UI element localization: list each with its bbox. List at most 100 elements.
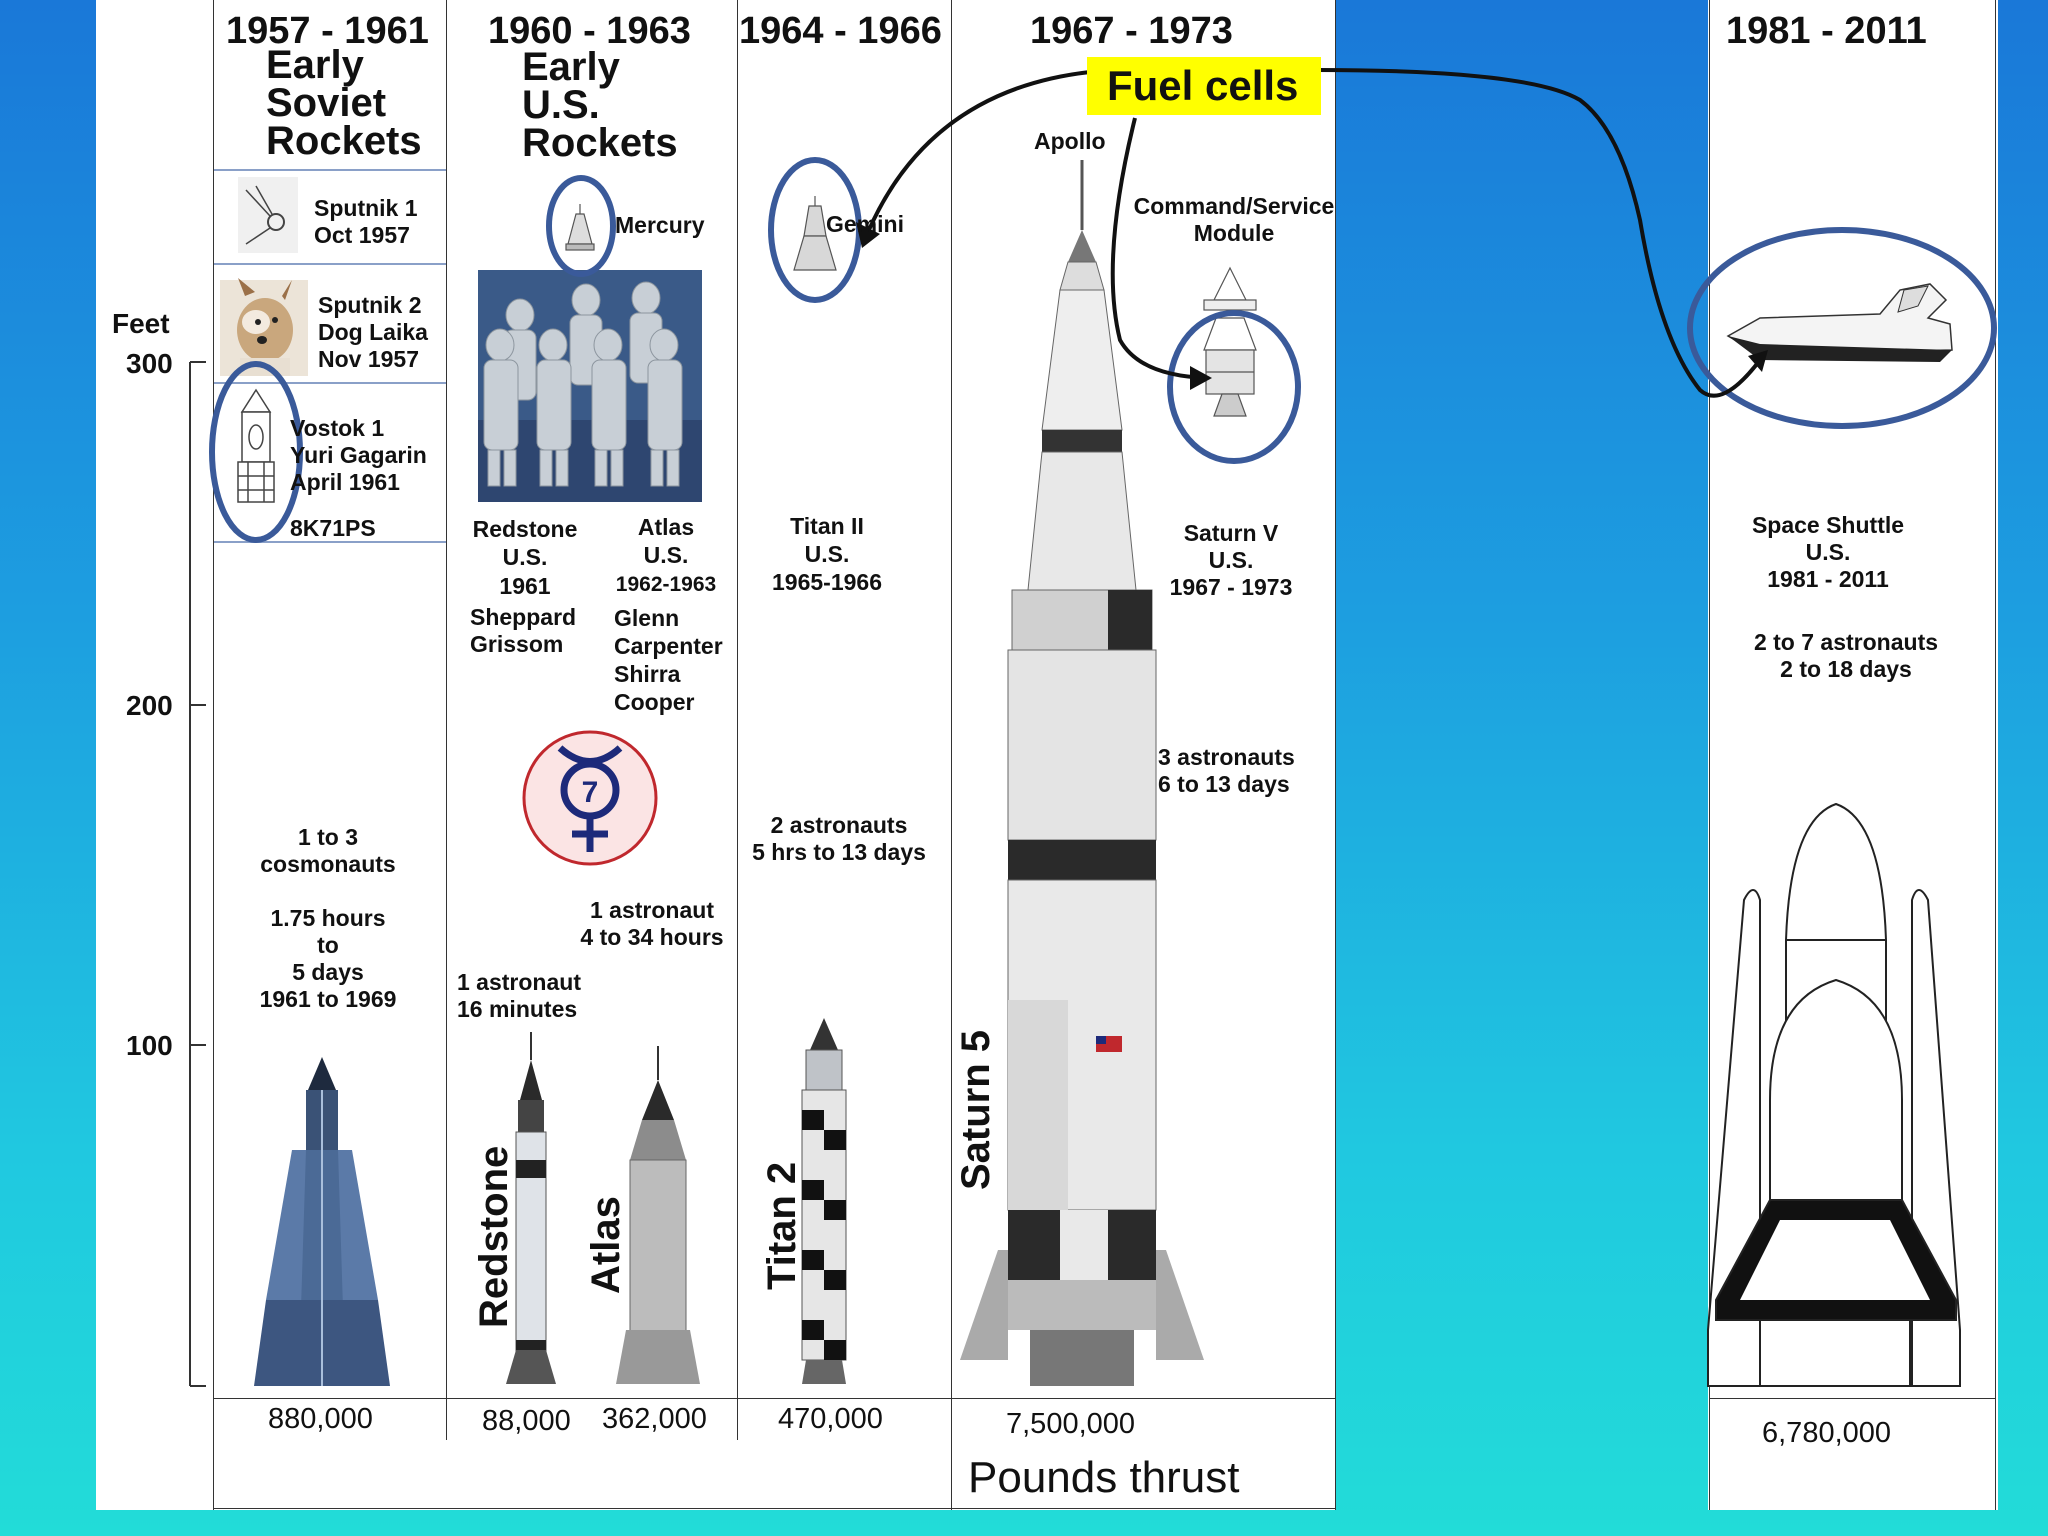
- soviet-crew-line: 1961 to 1969: [259, 986, 397, 1012]
- vostok-line: April 1961: [290, 469, 400, 495]
- thrust-row-top: [1710, 1398, 1995, 1399]
- us-early-title: Early U.S. Rockets: [522, 45, 678, 165]
- column-divider: [446, 0, 447, 1440]
- axis-tick-300: 300: [126, 348, 173, 379]
- sputnik2-line: Dog Laika: [318, 319, 428, 345]
- column-divider: [737, 0, 738, 1440]
- thrust-saturn5: 7,500,000: [1006, 1408, 1136, 1440]
- fuel-cells-label: Fuel cells: [1107, 62, 1299, 109]
- redstone-mission-line: 1 astronaut: [457, 969, 581, 995]
- atlas-crew-line: Glenn: [614, 605, 680, 631]
- gemini-mission-line: 5 hrs to 13 days: [752, 839, 926, 865]
- redstone-info: Redstone U.S. 1961: [466, 516, 584, 601]
- era-header-shuttle: 1981 - 2011: [1726, 10, 1927, 52]
- era-header-soviet: 1957 - 1961: [226, 10, 429, 52]
- arrowheads: [856, 222, 1768, 390]
- csm-label-line: Command/Service: [1133, 193, 1335, 219]
- thrust-row-bottom: [214, 1508, 1335, 1509]
- column-divider: [951, 0, 952, 1510]
- soviet-title: Early Soviet Rockets: [266, 43, 422, 163]
- shuttle-info-line: Space Shuttle: [1751, 512, 1905, 538]
- atlas-mission-line: 1 astronaut: [590, 897, 714, 923]
- redstone-crew-line: Sheppard: [470, 604, 577, 630]
- saturn-v-info-line: Saturn V: [1183, 520, 1279, 546]
- cell-divider: [214, 169, 446, 171]
- us-early-title-line: U.S.: [522, 83, 600, 127]
- titan-2-rocket: [801, 1018, 847, 1384]
- apollo-mission-line: 6 to 13 days: [1158, 771, 1290, 797]
- gemini-mission-line: 2 astronauts: [770, 812, 908, 838]
- csm-label-line: Module: [1193, 220, 1275, 246]
- cell-divider: [214, 263, 446, 265]
- thrust-unit-label: Pounds thrust: [968, 1453, 1240, 1502]
- thrust-redstone: 88,000: [482, 1405, 571, 1437]
- atlas-info: Atlas U.S. 1962-1963: [602, 513, 730, 601]
- apollo-mission-line: 3 astronauts: [1158, 744, 1295, 770]
- axis-unit-feet: Feet: [112, 308, 170, 339]
- cell-divider: [214, 382, 446, 384]
- mercury-7-logo: 7: [522, 730, 658, 866]
- titan2-rocket-label: Titan 2: [760, 1161, 804, 1290]
- mercury-highlight-ring: [546, 175, 616, 277]
- column-divider: [1995, 0, 1996, 1510]
- redstone-info-line: U.S.: [502, 544, 548, 570]
- sputnik1-line: Sputnik 1: [314, 195, 418, 221]
- thrust-shuttle: 6,780,000: [1762, 1417, 1892, 1449]
- thrust-vostok: 880,000: [268, 1403, 373, 1435]
- titan2-info-line: 1965-1966: [772, 569, 882, 595]
- mercury-capsule-icon: [565, 204, 595, 251]
- axis-tick-200: 200: [126, 690, 173, 721]
- atlas-rocket-label: Atlas: [584, 1196, 628, 1294]
- titan2-info-line: Titan II: [790, 513, 864, 539]
- mercury-label: Mercury: [615, 212, 705, 238]
- thrust-atlas: 362,000: [602, 1403, 707, 1435]
- fuel-cell-arrows: [866, 68, 1762, 398]
- vostok-highlight-ring: [209, 361, 303, 543]
- vostok-capsule-icon: [237, 388, 275, 503]
- highlight-rings: [209, 157, 1997, 543]
- redstone-mission-line: 16 minutes: [457, 996, 578, 1022]
- atlas-crew-line: Cooper: [614, 689, 695, 715]
- apollo-csm-icon: [1203, 266, 1257, 417]
- apollo-csm-highlight-ring: [1167, 310, 1301, 464]
- gemini-label: Gemini: [826, 211, 904, 237]
- redstone-rocket: [506, 1032, 556, 1384]
- era-header-gemini: 1964 - 1966: [739, 10, 942, 52]
- sputnik-icon: [238, 177, 298, 253]
- thrust-row-top: [214, 1398, 1335, 1399]
- era-header-us-early: 1960 - 1963: [488, 10, 691, 52]
- redstone-mission: 1 astronaut 16 minutes: [457, 969, 581, 1023]
- soviet-crew-line: cosmonauts: [260, 851, 396, 877]
- era-header-apollo: 1967 - 1973: [1030, 10, 1233, 52]
- dog-laika-photo: [220, 278, 308, 376]
- us-early-title-line: Early: [522, 45, 620, 89]
- mercury-seven-photo: [478, 270, 702, 502]
- soviet-crew-line: 1.75 hours: [270, 905, 386, 931]
- titan2-info-line: U.S.: [804, 541, 850, 567]
- soviet-crew-line: [230, 878, 426, 905]
- space-shuttle-icon: [1726, 283, 1953, 362]
- csm-label: Command/Service Module: [1124, 193, 1344, 247]
- saturn5-rocket-label: Saturn 5: [954, 1029, 998, 1190]
- sputnik2-line: Sputnik 2: [318, 292, 422, 318]
- vostok-rocket: [254, 1057, 390, 1386]
- soviet-title-line: Early: [266, 43, 364, 87]
- cell-divider: [214, 541, 446, 543]
- soviet-crew-line: 1 to 3: [297, 824, 359, 850]
- fuel-cells-callout: Fuel cells: [1087, 57, 1321, 115]
- redstone-info-line: Redstone: [472, 516, 578, 542]
- saturn-v-info: Saturn V U.S. 1967 - 1973: [1160, 520, 1302, 601]
- atlas-crew: Glenn Carpenter Shirra Cooper: [614, 604, 723, 716]
- sputnik1-line: Oct 1957: [314, 222, 410, 248]
- soviet-title-line: Rockets: [266, 119, 422, 163]
- saturn-v-info-line: U.S.: [1208, 547, 1254, 573]
- shuttle-mission: 2 to 7 astronauts 2 to 18 days: [1716, 629, 1976, 683]
- atlas-mission: 1 astronaut 4 to 34 hours: [566, 897, 738, 951]
- us-early-title-line: Rockets: [522, 121, 678, 165]
- redstone-crew: Sheppard Grissom: [470, 604, 576, 658]
- soviet-crew-line: to: [317, 932, 339, 958]
- vostok-line: Vostok 1: [290, 415, 385, 441]
- atlas-info-line: 1962-1963: [615, 573, 717, 596]
- gemini-mission: 2 astronauts 5 hrs to 13 days: [738, 812, 940, 866]
